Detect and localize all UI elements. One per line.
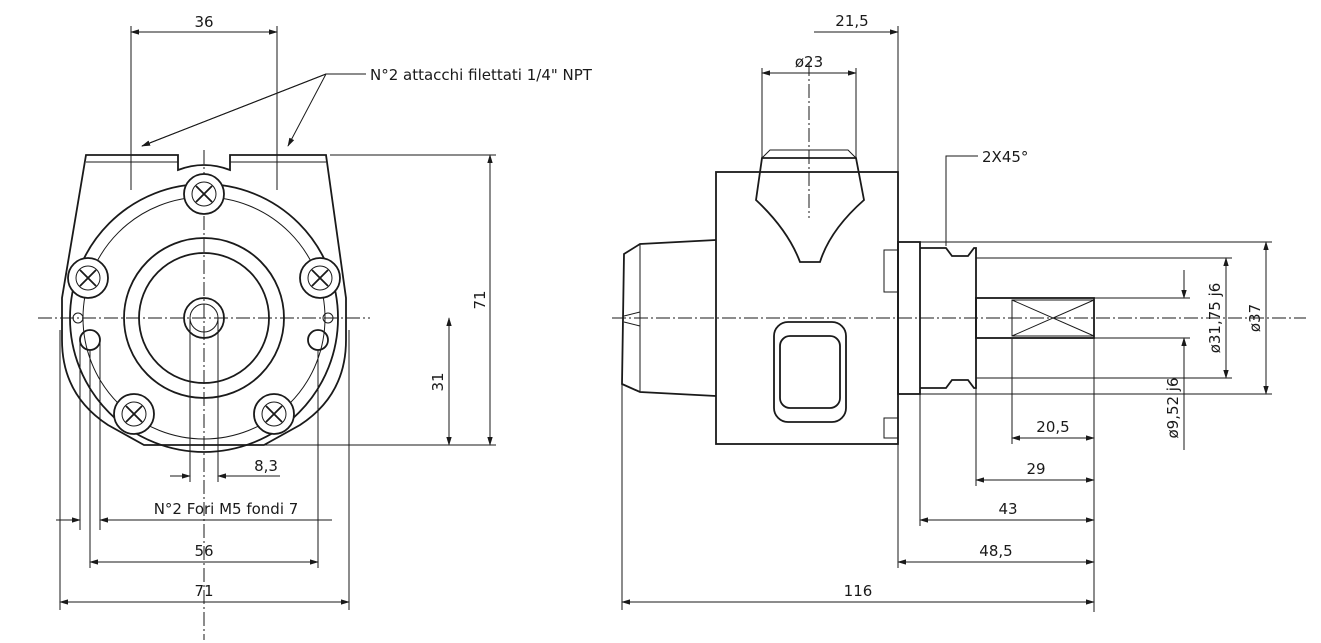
m5-hole-left — [79, 329, 101, 351]
dim-36: 36 — [194, 13, 213, 31]
screw-left — [67, 257, 109, 299]
dim-116: 116 — [844, 582, 873, 600]
chamfer-note: 2X45° — [982, 148, 1028, 166]
dim-d31-75: ø31,75 j6 — [1206, 283, 1224, 354]
dim-43: 43 — [998, 500, 1017, 518]
side-view: 21,5 ø23 2X45° ø31,75 j6 ø37 ø9,52 j6 20… — [612, 12, 1306, 612]
side-window-outer — [773, 321, 847, 423]
front-view: 36 N°2 attacchi filettati 1/4" NPT 71 31… — [38, 13, 593, 640]
dim-71-width: 71 — [194, 582, 213, 600]
front-body-outline — [61, 154, 347, 446]
screw-right — [299, 257, 341, 299]
dim-48-5: 48,5 — [979, 542, 1012, 560]
pin-right — [322, 312, 334, 324]
pin-left — [72, 312, 84, 324]
screw-bottom-left — [113, 393, 155, 435]
side-window-inner — [779, 335, 841, 409]
dim-d9-52: ø9,52 j6 — [1164, 377, 1182, 438]
dim-8-3: 8,3 — [254, 457, 278, 475]
front-hub-inner — [138, 252, 270, 384]
front-hub-outer — [123, 237, 285, 399]
dim-71-height: 71 — [471, 290, 489, 309]
dim-21-5: 21,5 — [835, 12, 868, 30]
dim-31: 31 — [429, 372, 447, 391]
main-body — [715, 171, 899, 445]
port-boss — [755, 157, 865, 263]
ports-leader — [141, 73, 366, 146]
front-flange — [897, 241, 921, 395]
rear-cap — [621, 239, 717, 397]
dim-29: 29 — [1026, 460, 1045, 478]
chamfer-leader — [945, 155, 978, 246]
ports-note: N°2 attacchi filettati 1/4" NPT — [370, 66, 593, 84]
holes-note: N°2 Fori M5 fondi 7 — [154, 500, 299, 518]
dim-56: 56 — [194, 542, 213, 560]
screw-bottom-right — [253, 393, 295, 435]
dim-d23: ø23 — [795, 53, 823, 71]
dim-d37: ø37 — [1246, 304, 1264, 332]
m5-hole-right — [307, 329, 329, 351]
dim-20-5: 20,5 — [1036, 418, 1069, 436]
screw-top — [183, 173, 225, 215]
front-shaft-circle — [183, 297, 225, 339]
